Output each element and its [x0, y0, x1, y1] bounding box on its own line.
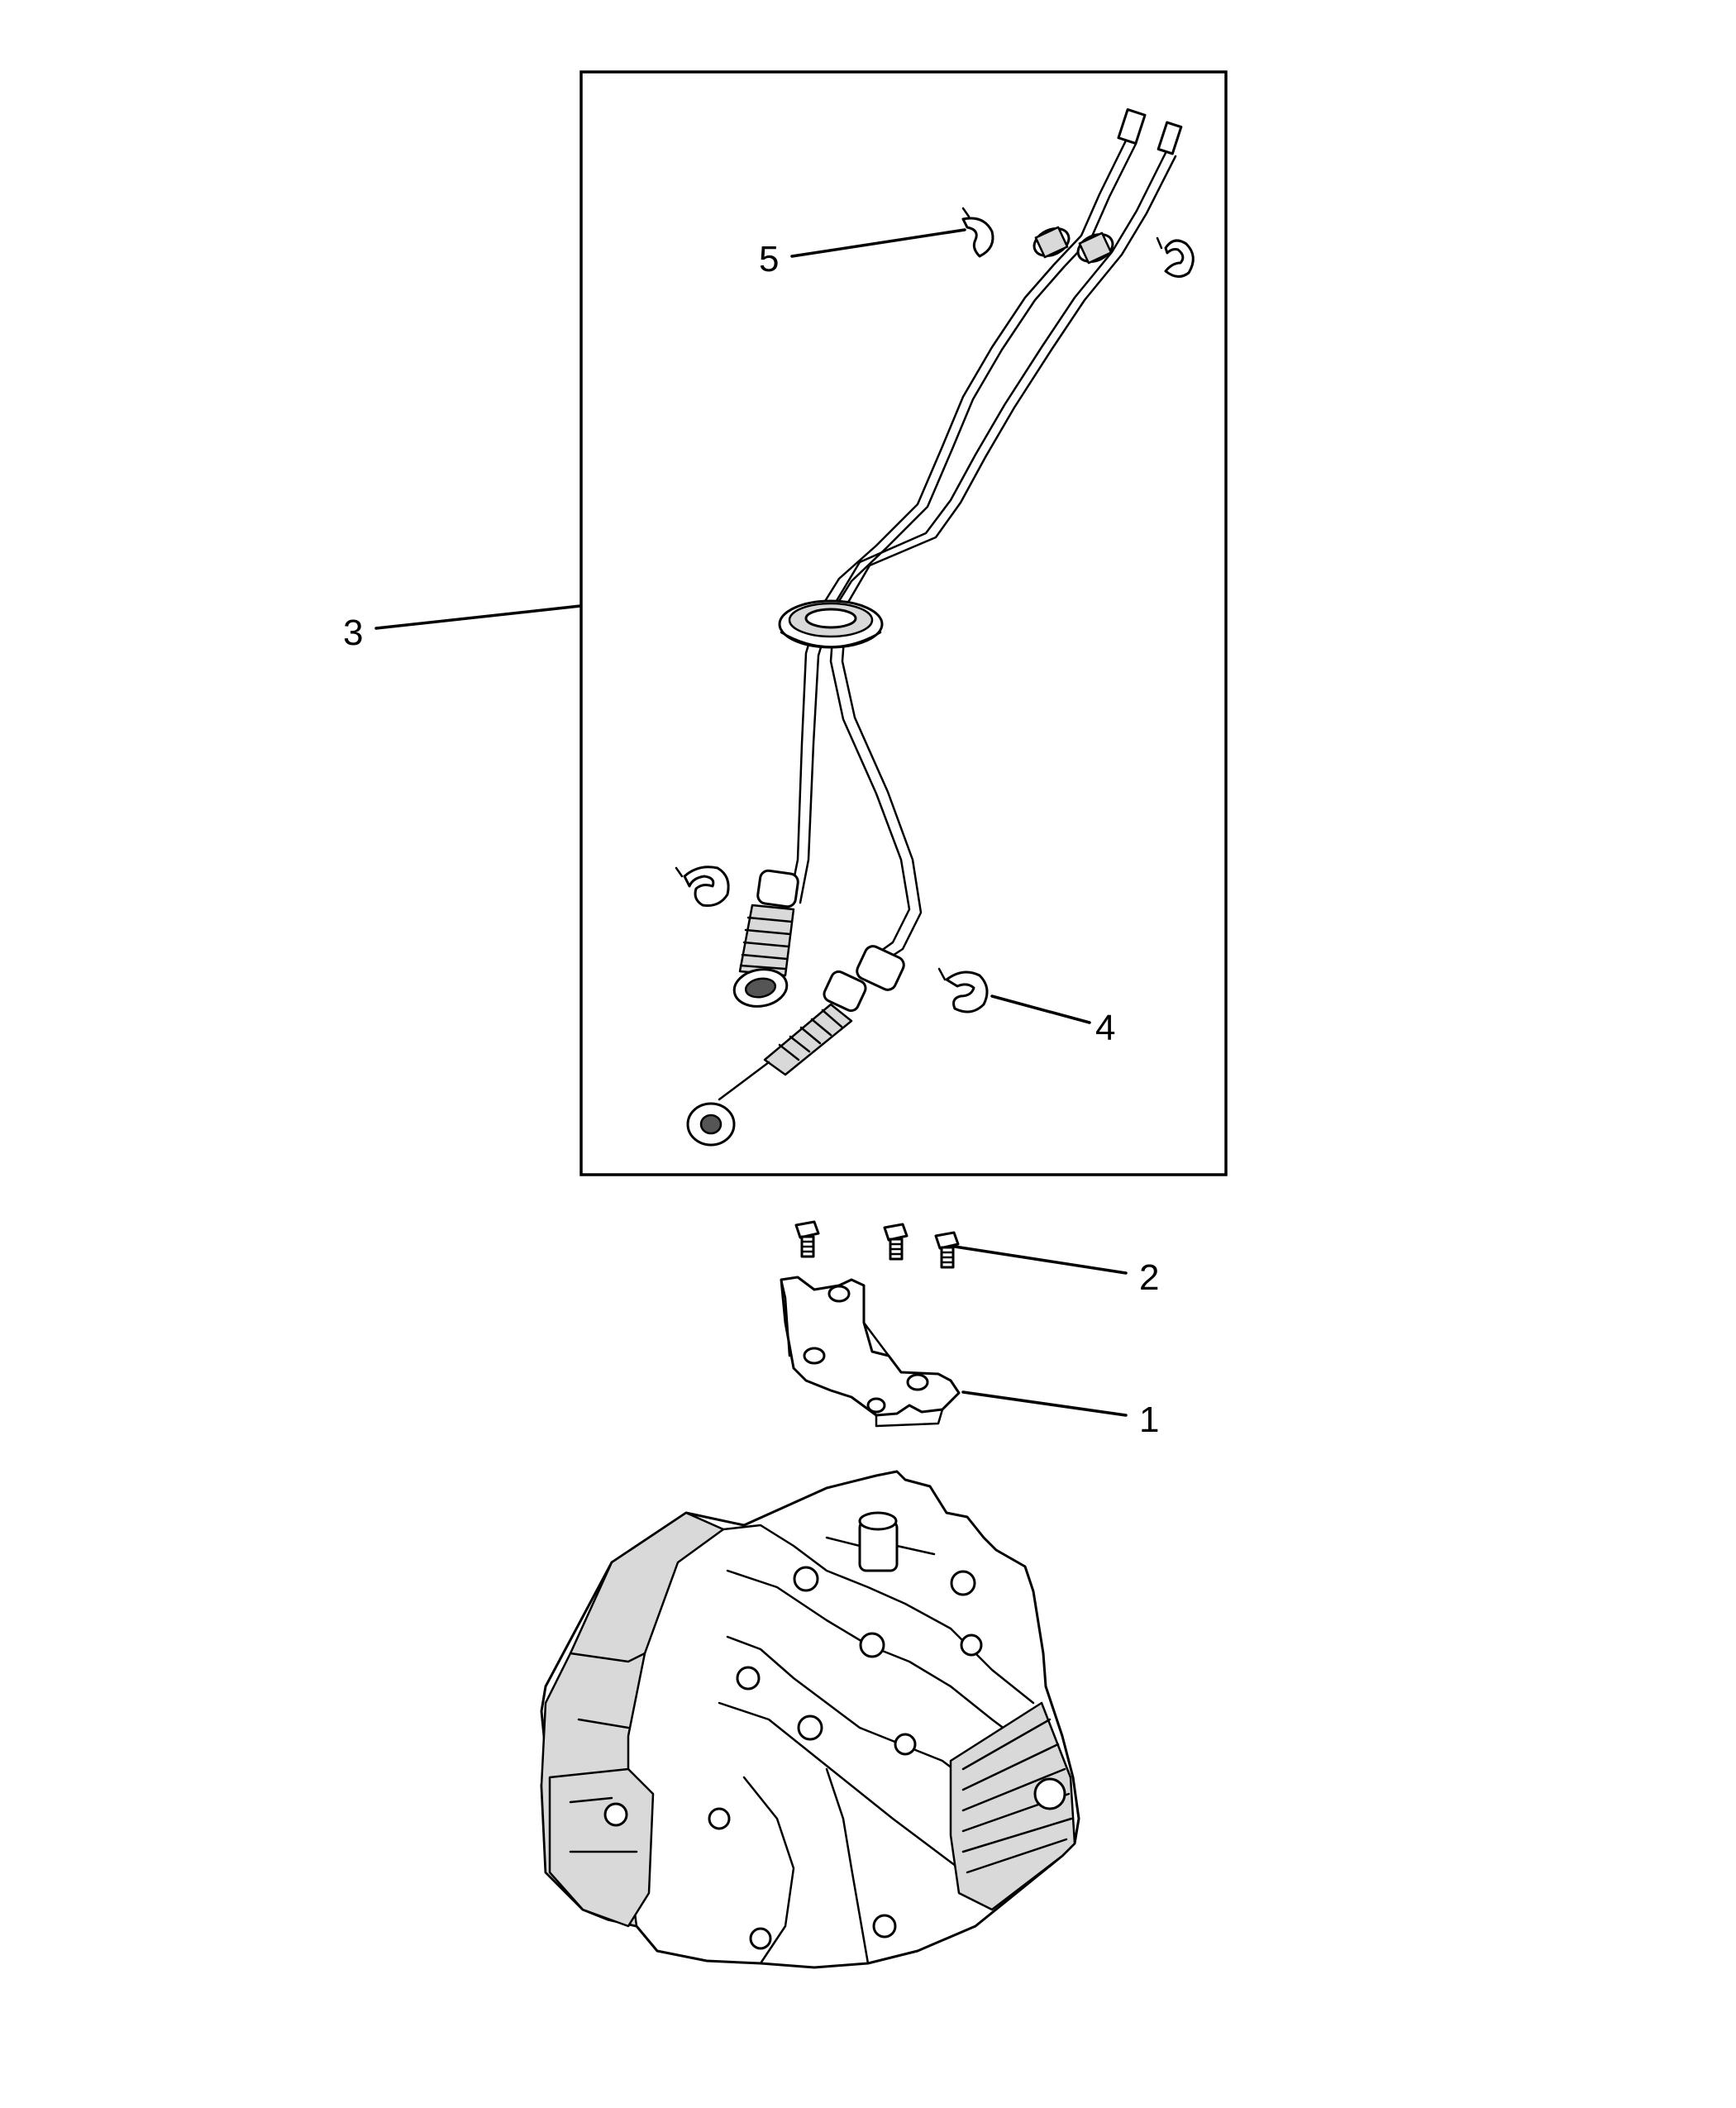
leader-line-5: [790, 228, 966, 258]
retainer-clip-icon: [961, 207, 994, 258]
cable-assembly-frame: [579, 70, 1228, 1176]
shift-cable-assembly-icon: [686, 107, 1183, 1147]
leader-line-1: [961, 1390, 1128, 1417]
leader-line-4: [990, 994, 1091, 1024]
callout-4: 4: [1095, 1008, 1115, 1048]
leader-line-3: [374, 604, 582, 630]
callout-1: 1: [1139, 1400, 1159, 1440]
leader-line-2: [953, 1245, 1128, 1275]
mounting-bracket-icon: [780, 1276, 961, 1428]
retainer-clip-icon: [937, 967, 989, 1013]
bolt-icon: [883, 1223, 909, 1261]
callout-3: 3: [343, 613, 363, 653]
retainer-clip-icon: [675, 866, 730, 907]
bolt-icon: [934, 1231, 960, 1269]
retainer-clip-icon: [1156, 236, 1195, 278]
bolt-icon: [794, 1220, 820, 1258]
callout-5: 5: [759, 239, 779, 279]
transmission-assembly-icon: [540, 1470, 1080, 1969]
callout-2: 2: [1139, 1257, 1159, 1298]
